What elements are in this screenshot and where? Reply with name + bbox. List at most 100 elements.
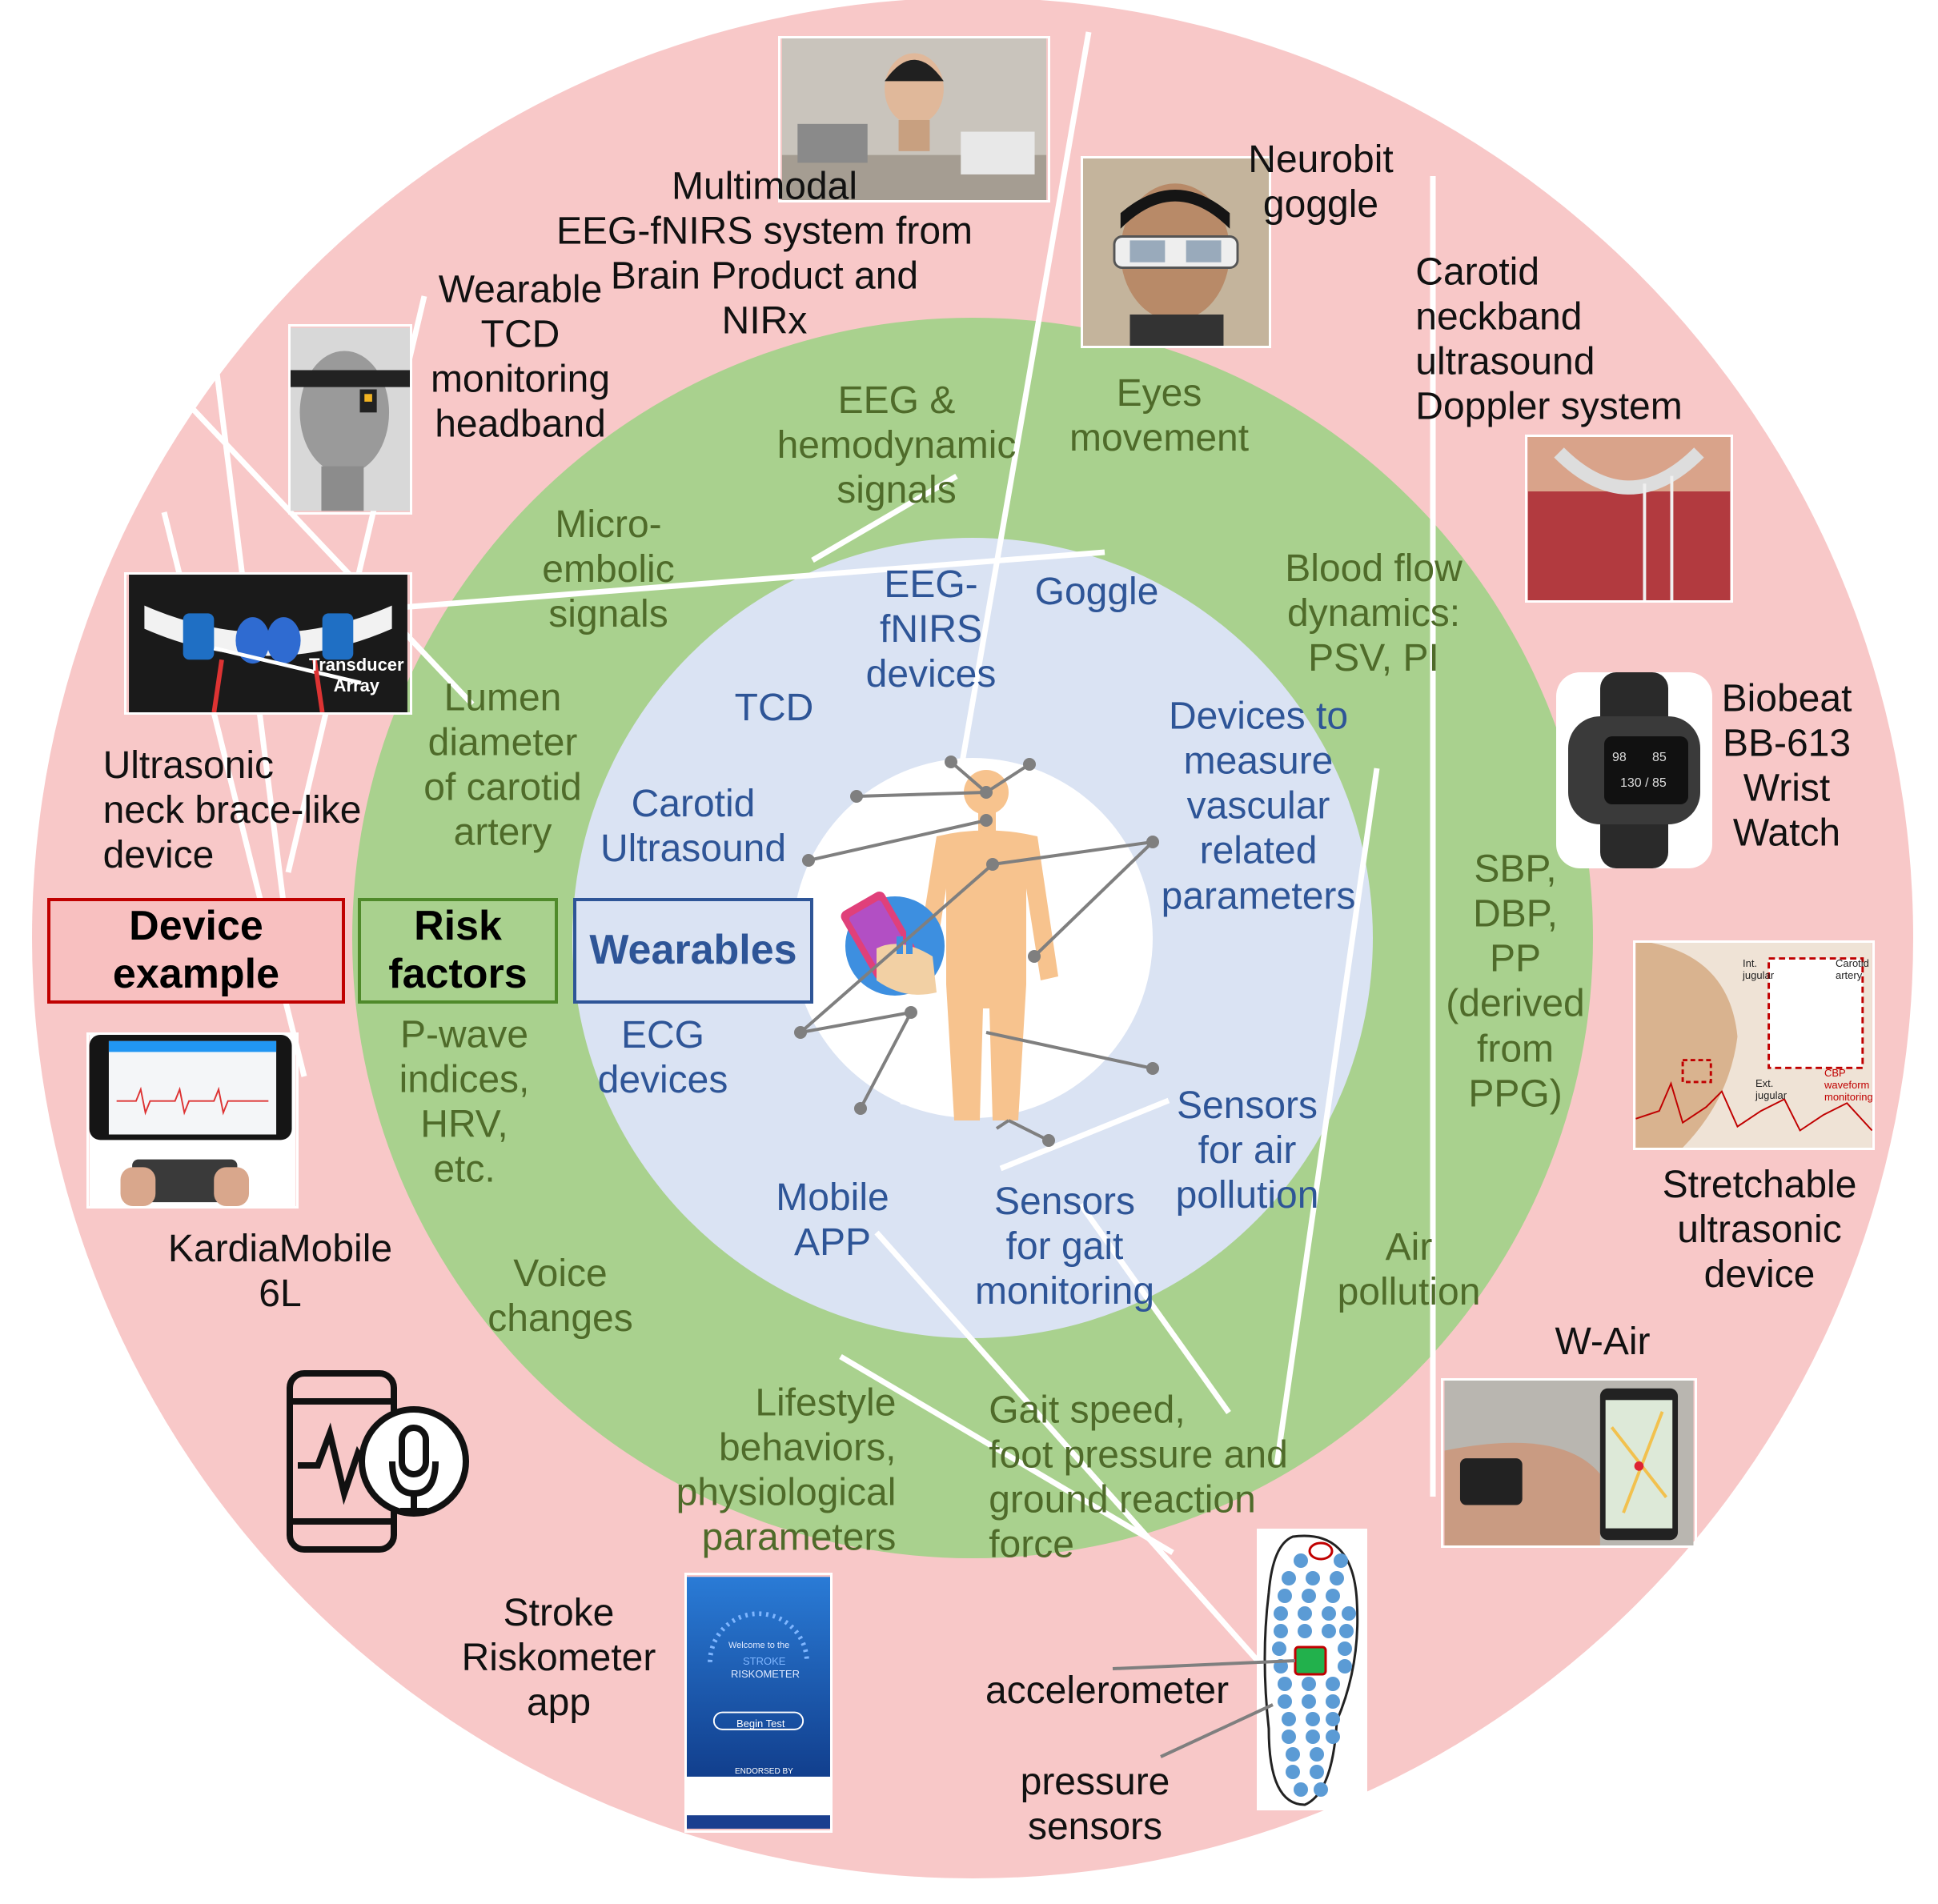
insole-sensor-dot (1302, 1677, 1316, 1691)
int-jugular-text: Int.jugular (1743, 957, 1775, 981)
insole-sensor-dot (1294, 1782, 1308, 1797)
ring-divider-6 (287, 549, 1105, 619)
insole-sensor-dot (1306, 1571, 1320, 1585)
ring-divider-3 (999, 1097, 1170, 1172)
legend-device-example: Device example (47, 898, 345, 1004)
insole-sensor-dot (1282, 1712, 1296, 1726)
wearable-label-tcd: TCD (734, 686, 814, 729)
insole-sensor-dot (1342, 1606, 1356, 1621)
insole-sensor-dot (1334, 1553, 1348, 1568)
legend-risk-factors: Risk factors (358, 898, 558, 1004)
riskometer-welcome: Welcome to the (728, 1641, 790, 1650)
insole-sensor-dot (1282, 1571, 1296, 1585)
ring-divider-7 (811, 473, 958, 563)
riskometer-stroke: STROKE (743, 1655, 786, 1667)
watch-reading-1: 98 (1612, 751, 1627, 764)
legend-wearables: Wearables (573, 898, 813, 1004)
insole-sensor-dot (1278, 1589, 1292, 1603)
insole-sensor-dot (1274, 1624, 1288, 1638)
insole-sensor-dot (1338, 1641, 1352, 1656)
voice-phone-icon (282, 1365, 474, 1557)
ring-divider-11 (1078, 1202, 1231, 1415)
insole-sensor-dot (1298, 1624, 1312, 1638)
eeg-fnirs-photo (778, 36, 1050, 202)
w-air-photo (1441, 1378, 1697, 1548)
neurobit-goggle-photo (1081, 156, 1271, 348)
insole-sensor-dot (1322, 1606, 1336, 1621)
insole-sensor-dot (1326, 1677, 1340, 1691)
insole-label-accelerometer: accelerometer (985, 1669, 1230, 1712)
insole-sensor-dot (1286, 1747, 1300, 1762)
insole-sensor-dot (1286, 1765, 1300, 1779)
ext-jugular-text: Ext.jugular (1755, 1077, 1788, 1101)
insole-sensor-dot (1326, 1730, 1340, 1744)
insole-sensor-dot (1278, 1677, 1292, 1691)
kardiamobile-photo (86, 1032, 299, 1209)
insole-sensor-dot (1326, 1589, 1340, 1603)
insole-sensor-dot (1302, 1694, 1316, 1709)
insole-sensor-dot (1298, 1606, 1312, 1621)
biobeat-watch-photo: 98 85 130 / 85 (1556, 672, 1712, 868)
insole-sensor-dot (1274, 1659, 1288, 1674)
insole-sensor-dot (1326, 1694, 1340, 1709)
insole-sensor-dot (1306, 1712, 1320, 1726)
tcd-headband-photo (288, 324, 412, 515)
phone-in-hand-icon (841, 891, 945, 996)
insole-sensor-dot (1302, 1589, 1316, 1603)
riskometer-endorsed: ENDORSED BY (735, 1767, 793, 1776)
insole-sensor-dot (1278, 1694, 1292, 1709)
body-connectors (799, 760, 1154, 1142)
insole-sensor-dot (1326, 1712, 1340, 1726)
wearable-label-goggle: Goggle (1034, 570, 1159, 613)
ring-divider-5 (181, 111, 291, 941)
ring-divider-4 (839, 1353, 1174, 1556)
carotid-neckband-photo (1525, 435, 1733, 603)
watch-reading-2: 85 (1652, 751, 1667, 764)
insole-sensor-dot (1314, 1782, 1328, 1797)
insole-sensor-dot (1272, 1641, 1286, 1656)
device-label-w-air: W-Air (1555, 1320, 1651, 1363)
insole-sensor-dot (1310, 1765, 1324, 1779)
ring-divider-2 (1274, 768, 1380, 1465)
insole-sensor-dot (1306, 1730, 1320, 1744)
insole-sensor-dot (1339, 1624, 1354, 1638)
riskometer-begin-test: Begin Test (736, 1718, 785, 1730)
insole-sensor-dot (1322, 1624, 1336, 1638)
connector-dots (794, 756, 1159, 1147)
stroke-riskometer-screenshot: Welcome to the STROKE RISKOMETER Begin T… (684, 1573, 833, 1833)
watch-reading-3: 130 / 85 (1620, 776, 1667, 790)
ring-divider-10 (190, 406, 475, 707)
insole-sensor-dot (1274, 1606, 1288, 1621)
insole-sensor-dot (1282, 1730, 1296, 1744)
